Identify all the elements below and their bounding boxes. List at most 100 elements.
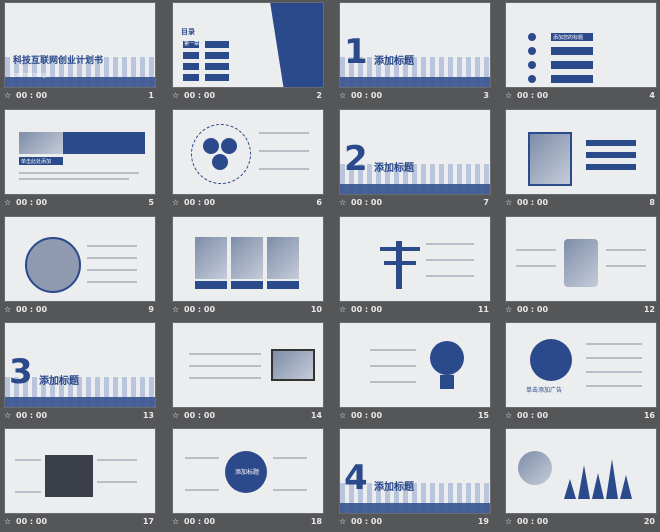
text-line: [273, 457, 307, 459]
slide-canvas[interactable]: 添加标题: [172, 428, 324, 514]
text-line: [87, 281, 137, 283]
slide-thumbnail-4[interactable]: 添加您的标题 ☆ 00 : 00 4: [505, 2, 657, 106]
slide-thumbnail-11[interactable]: ☆ 00 : 00 11: [339, 216, 491, 320]
star-icon[interactable]: ☆: [172, 411, 180, 420]
lightbulb-base: [440, 375, 454, 389]
slide-canvas[interactable]: 2 添加标题: [339, 109, 491, 195]
slide-canvas[interactable]: 添加您的标题: [505, 2, 657, 88]
slide-number: 3: [483, 91, 489, 100]
slide-canvas[interactable]: [339, 216, 491, 302]
text-line: [87, 269, 137, 271]
star-icon[interactable]: ☆: [4, 91, 12, 100]
toc-marker: [183, 41, 199, 48]
slide-canvas[interactable]: 3 添加标题: [4, 322, 156, 408]
star-icon[interactable]: ☆: [505, 305, 513, 314]
slide-canvas[interactable]: [172, 109, 324, 195]
photo: [267, 237, 299, 279]
star-icon[interactable]: ☆: [4, 411, 12, 420]
slide-thumbnail-13[interactable]: 3 添加标题 ☆ 00 : 00 13: [4, 322, 156, 426]
star-icon[interactable]: ☆: [172, 517, 180, 526]
slide-thumbnail-9[interactable]: ☆ 00 : 00 9: [4, 216, 156, 320]
slide-canvas[interactable]: 单击添加广告: [505, 322, 657, 408]
slide-thumbnail-7[interactable]: 2 添加标题 ☆ 00 : 00 7: [339, 109, 491, 213]
slide-thumbnail-2[interactable]: 目录 第一章 ☆ 00 : 00 2: [172, 2, 324, 106]
text-line: [97, 459, 137, 461]
slide-title: 添加标题: [374, 163, 414, 174]
slide-title: 添加标题: [374, 56, 414, 67]
star-icon[interactable]: ☆: [172, 198, 180, 207]
star-icon[interactable]: ☆: [339, 411, 347, 420]
slide-time: 00 : 00: [351, 198, 383, 207]
peak-shape: [620, 475, 632, 499]
label-bar: [19, 157, 63, 165]
slide-time: 00 : 00: [184, 305, 216, 314]
slide-number: 5: [148, 198, 154, 207]
slide-thumbnail-14[interactable]: ☆ 00 : 00 14: [172, 322, 324, 426]
text-line: [586, 357, 642, 359]
slide-canvas[interactable]: 4 添加标题: [339, 428, 491, 514]
star-icon[interactable]: ☆: [339, 91, 347, 100]
slide-text: 287354266@: [13, 73, 47, 79]
slide-thumbnail-20[interactable]: ☆ 00 : 00 20: [505, 428, 657, 532]
star-icon[interactable]: ☆: [505, 91, 513, 100]
star-icon[interactable]: ☆: [505, 517, 513, 526]
slide-thumbnail-8[interactable]: ☆ 00 : 00 8: [505, 109, 657, 213]
text-line: [189, 377, 261, 379]
slide-time: 00 : 00: [517, 305, 549, 314]
text-line: [87, 257, 137, 259]
bullet-icon: [528, 61, 536, 69]
slide-thumbnail-16[interactable]: 单击添加广告 ☆ 00 : 00 16: [505, 322, 657, 426]
slide-canvas[interactable]: [4, 216, 156, 302]
slide-canvas[interactable]: 1 添加标题: [339, 2, 491, 88]
city-skyline: [340, 483, 490, 513]
slide-thumbnail-15[interactable]: ☆ 00 : 00 15: [339, 322, 491, 426]
slide-canvas[interactable]: [4, 428, 156, 514]
slide-canvas[interactable]: 目录 第一章: [172, 2, 324, 88]
slide-number: 17: [142, 517, 154, 526]
star-icon[interactable]: ☆: [339, 517, 347, 526]
text-line: [189, 365, 261, 367]
slide-thumbnail-10[interactable]: ☆ 00 : 00 10: [172, 216, 324, 320]
slide-thumbnail-19[interactable]: 4 添加标题 ☆ 00 : 00 19: [339, 428, 491, 532]
star-icon[interactable]: ☆: [505, 411, 513, 420]
star-icon[interactable]: ☆: [505, 198, 513, 207]
slide-canvas[interactable]: [505, 216, 657, 302]
slide-thumbnail-3[interactable]: 1 添加标题 ☆ 00 : 00 3: [339, 2, 491, 106]
star-icon[interactable]: ☆: [339, 198, 347, 207]
slide-thumbnail-5[interactable]: 单击此处添加 ☆ 00 : 00 5: [4, 109, 156, 213]
toc-bar: [205, 63, 229, 70]
section-number: 3: [9, 352, 33, 392]
circle-node: [203, 138, 219, 154]
slide-canvas[interactable]: [172, 216, 324, 302]
slide-meta: ☆ 00 : 00 6: [172, 197, 324, 209]
star-icon[interactable]: ☆: [4, 198, 12, 207]
slide-thumbnail-17[interactable]: ☆ 00 : 00 17: [4, 428, 156, 532]
slide-canvas[interactable]: [505, 428, 657, 514]
star-icon[interactable]: ☆: [172, 91, 180, 100]
section-number: 2: [344, 139, 368, 179]
circle-node: [221, 138, 237, 154]
slide-number: 10: [310, 305, 322, 314]
slide-thumbnail-6[interactable]: ☆ 00 : 00 6: [172, 109, 324, 213]
slide-meta: ☆ 00 : 00 20: [505, 516, 657, 528]
slide-canvas[interactable]: [172, 322, 324, 408]
slide-thumbnail-18[interactable]: 添加标题 ☆ 00 : 00 18: [172, 428, 324, 532]
photo: [195, 237, 227, 279]
text-line: [426, 259, 474, 261]
slide-canvas[interactable]: 科技互联网创业计划书 287354266@: [4, 2, 156, 88]
star-icon[interactable]: ☆: [172, 305, 180, 314]
star-icon[interactable]: ☆: [4, 305, 12, 314]
star-icon[interactable]: ☆: [339, 305, 347, 314]
slide-thumbnail-12[interactable]: ☆ 00 : 00 12: [505, 216, 657, 320]
slide-canvas[interactable]: [339, 322, 491, 408]
slide-thumbnail-1[interactable]: 科技互联网创业计划书 287354266@ ☆ 00 : 00 1: [4, 2, 156, 106]
slide-number: 8: [649, 198, 655, 207]
star-icon[interactable]: ☆: [4, 517, 12, 526]
caption-bar: [267, 281, 299, 289]
slide-canvas[interactable]: [505, 109, 657, 195]
toc-marker: [183, 63, 199, 70]
text-line: [15, 459, 41, 461]
slide-canvas[interactable]: 单击此处添加: [4, 109, 156, 195]
slide-meta: ☆ 00 : 00 7: [339, 197, 491, 209]
toc-bar: [205, 74, 229, 81]
